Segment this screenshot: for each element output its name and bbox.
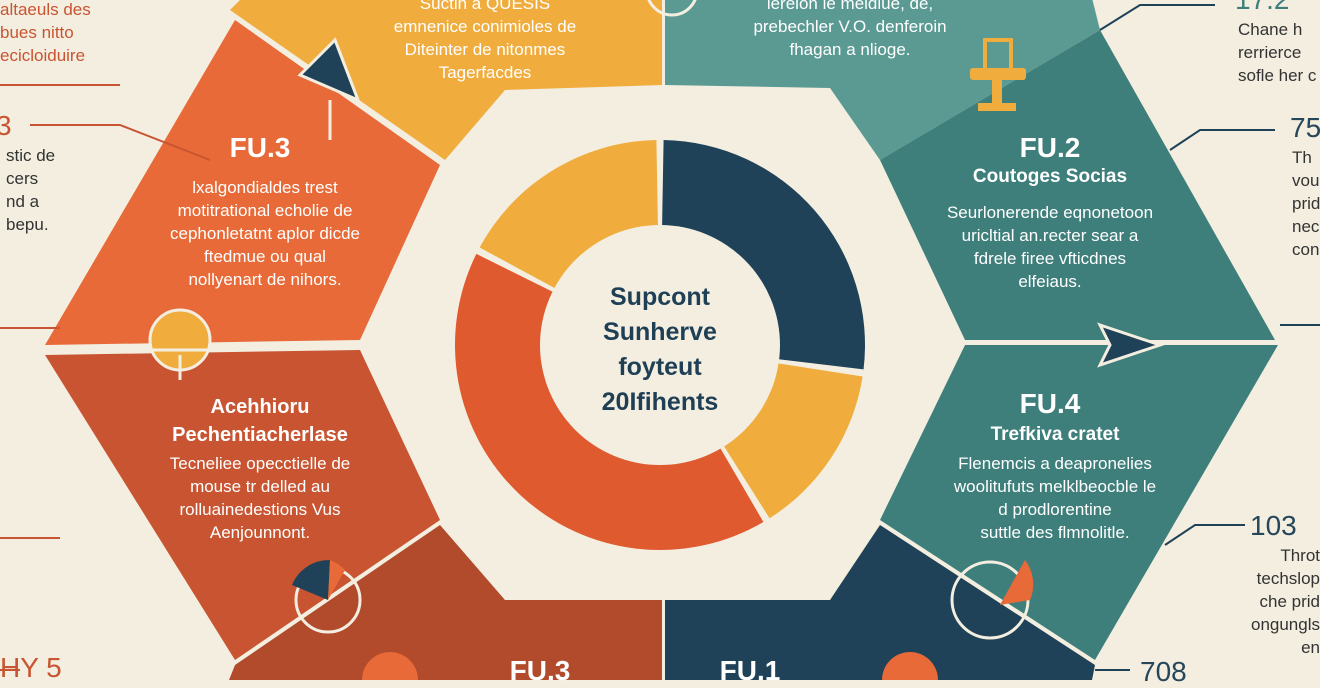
left-mid-line-2: cers [6,169,39,188]
fu3-left-line-1: lxalgondialdes trest [192,178,338,197]
orange-dot-left [362,652,418,680]
right-bottom-number: 708 [1140,656,1187,687]
left-top-line-2: bues nitto [0,23,74,42]
left-mid-line-3: nd a [6,192,40,211]
left-top-line-1: altaeuls des [0,0,91,19]
fu3-left-line-4: ftedmue ou qual [204,247,326,266]
top-yellow-line-2: emnenice conimioles de [393,17,577,36]
segment-bottom-left [229,525,662,680]
right-mid-line-4: nec [1292,217,1320,236]
fu2-line-2: uricltial an.recter sear a [961,226,1139,245]
right-mid-line-1: Th [1292,148,1312,167]
right-top-line-3: sofle her c [1238,66,1317,85]
fu4-subtitle: Trefkiva cratet [990,424,1120,445]
left-mid-line-4: bepu. [6,215,49,234]
top-yellow-line-1: Suctin a QUESIS [419,0,551,13]
achievement-line-4: Aenjounnont. [209,523,311,542]
right-low-line-1: Throt [1280,546,1320,565]
achievement-subtitle: Pechentiacherlase [172,424,348,446]
right-low-line-2: techslop [1256,569,1320,588]
center-label: Supcont Sunherve foyteut 20Ifihents [540,280,780,420]
top-teal-line-1: lerelon le meldlue, de, [766,0,934,13]
top-yellow-text: Suctin a QUESIS emnenice conimioles de D… [370,0,600,84]
achievement-line-2: mouse tr delled au [190,477,330,496]
right-mid-number: 75 [1290,112,1320,143]
fu3-left-text: lxalgondialdes trest motitrational echol… [150,176,380,291]
segment-fu3-left [45,20,440,345]
top-teal-line-2: prebechler V.O. denferoin [753,17,947,36]
left-mid-note: stic de cers nd a bepu. [6,144,86,236]
center-line-1: Supcont [610,283,710,311]
fu4-line-2: woolitufuts melklbeocble le [953,477,1157,496]
right-top-line-2: rerrierce [1238,43,1302,62]
pin-circle-icon [148,308,212,380]
bottom-right-title: FU.1 [719,655,781,686]
right-mid-line-3: prid [1292,194,1320,213]
fu2-title: FU.2 [1019,132,1081,163]
right-low-number: 103 [1250,510,1297,541]
fu2-line-4: elfeiaus. [1018,272,1082,291]
left-mid-number: 3 [0,110,12,141]
fu4-line-1: Flenemcis a deapronelies [958,454,1152,473]
trophy-icon [970,38,1026,111]
fu4-title: FU.4 [1019,388,1081,419]
achievement-title: Acehhioru [210,396,310,418]
segment-achievement [45,350,440,660]
right-mid-line-2: vou [1292,171,1320,190]
fu3-left-line-2: motitrational echolie de [177,201,353,220]
fu4-text: Flenemcis a deapronelies woolitufuts mel… [925,452,1185,544]
center-line-3: foyteut [618,353,702,381]
bottom-left-title: FU.3 [509,655,571,686]
achievement-line-3: rolluainedestions Vus [179,500,341,519]
fu3-left-line-3: cephonletatnt aplor dicde [170,224,360,243]
achievement-text: Tecneliee opecctielle de mouse tr delled… [140,452,380,544]
right-mid-note: Th vou prid nec con [1292,146,1320,261]
fu3-left-line-5: nollyenart de nihors. [188,270,342,289]
fu2-line-1: Seurlonerende eqnonetoon [946,203,1154,222]
arrow-pointer-icon [1097,322,1165,368]
top-circle-accent [647,0,697,17]
top-yellow-line-4: Tagerfacdes [438,63,532,82]
fu2-subtitle: Coutoges Socias [972,166,1128,187]
orange-dot-right [882,652,938,680]
segment-fu4 [880,345,1278,660]
segment-top-yellow [230,0,662,160]
pie-compass-icon-right [950,560,1034,640]
fu2-line-3: fdrele firee vfticdnes [973,249,1127,268]
center-line-4: 20Ifihents [601,388,719,416]
top-teal-line-3: fhagan a nlioge. [789,40,911,59]
right-top-line-1: Chane h [1238,20,1303,39]
donut-hole [540,225,780,465]
pie-compass-icon-left [292,559,362,634]
left-top-note: altaeuls des bues nitto ecicloiduire [0,0,120,67]
left-bottom-number: HY 5 [0,652,62,683]
top-yellow-line-3: Diteinter de nitonmes [404,40,566,59]
right-low-line-4: ongungls [1250,615,1320,634]
left-top-line-3: ecicloiduire [0,46,86,65]
fu2-text: Seurlonerende eqnonetoon uricltial an.re… [925,201,1175,293]
right-top-note: Chane h rerrierce sofle her c [1238,18,1320,87]
right-mid-line-5: con [1292,240,1320,259]
achievement-line-1: Tecneliee opecctielle de [169,454,351,473]
fu4-line-4: suttle des flmnolitle. [980,523,1130,542]
triangle-pointer-icon [297,37,361,140]
fu3-left-title: FU.3 [229,132,291,163]
segment-bottom-right [665,525,1095,680]
center-line-2: Sunherve [603,318,717,346]
right-low-line-5: en [1301,638,1320,657]
right-low-note: Throt techslop che prid ongungls en [1238,544,1320,659]
right-low-line-3: che prid [1259,592,1320,611]
fu4-line-3: d prodlorentine [998,500,1112,519]
connector-lines [0,4,1320,671]
left-mid-line-1: stic de [6,146,56,165]
top-teal-text: lerelon le meldlue, de, prebechler V.O. … [715,0,985,61]
right-top-number: 17.2 [1235,0,1315,16]
